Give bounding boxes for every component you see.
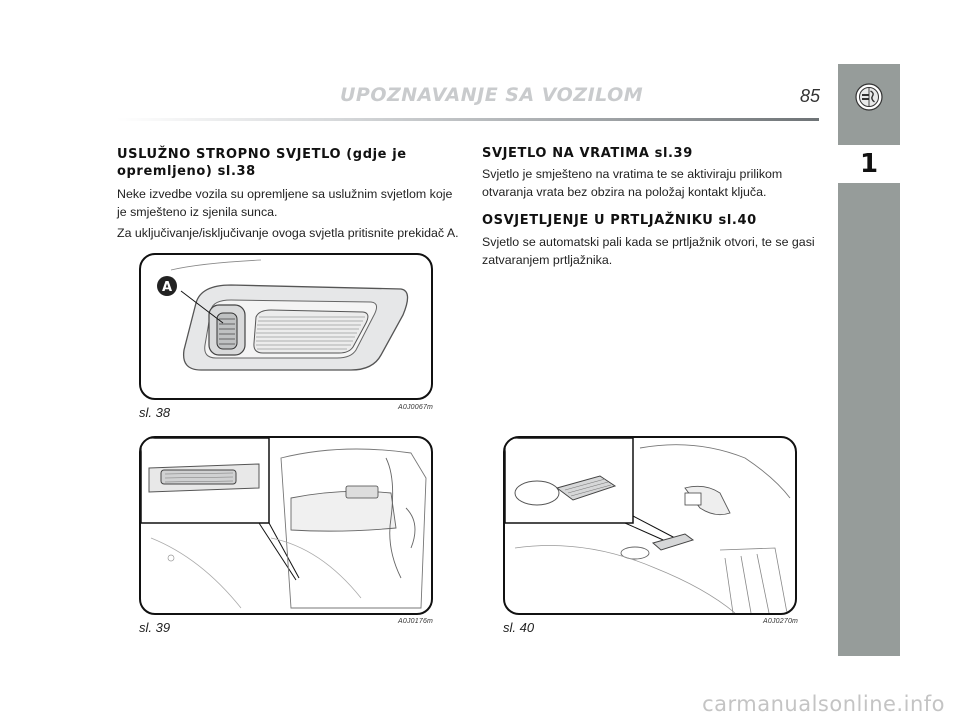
page-number: 85 [799, 86, 820, 106]
paragraph: Svjetlo se automatski pali kada se prtlj… [482, 235, 815, 267]
figure-39-code: A0J0176m [398, 618, 434, 625]
alfa-romeo-badge-icon [855, 83, 883, 111]
figure-39-caption: sl. 39 [139, 620, 171, 635]
figure-38-caption: sl. 38 [139, 405, 171, 420]
figure-38-marker: A [162, 280, 172, 295]
paragraph: Svjetlo je smješteno na vratima te se ak… [482, 167, 783, 199]
paragraph: Neke izvedbe vozila su opremljene sa usl… [117, 187, 453, 219]
figure-40-code: A0J0270m [763, 618, 799, 625]
section-title-boot-light: OSVJETLJENJE U PRTLJAŽNIKU sl.40 [482, 213, 757, 228]
chapter-number: 1 [859, 149, 879, 179]
page-header-title: UPOZNAVANJE SA VOZILOM [340, 84, 644, 106]
figure-38-code: A0J0067m [398, 404, 434, 411]
figure-40-caption: sl. 40 [503, 620, 535, 635]
figure-38-image: A [139, 253, 433, 400]
header-rule [117, 118, 819, 121]
section-title-door-light: SVJETLO NA VRATIMA sl.39 [482, 146, 693, 161]
watermark: carmanualsonline.info [702, 692, 945, 716]
section-title-ceiling-light: USLUŽNO STROPNO SVJETLO (gdje je opremlj… [117, 147, 407, 179]
figure-39-image [139, 436, 433, 615]
figure-40-image [503, 436, 797, 615]
chapter-tab[interactable]: 1 [838, 145, 900, 183]
paragraph: Za uključivanje/isključivanje ovoga svje… [117, 226, 459, 240]
